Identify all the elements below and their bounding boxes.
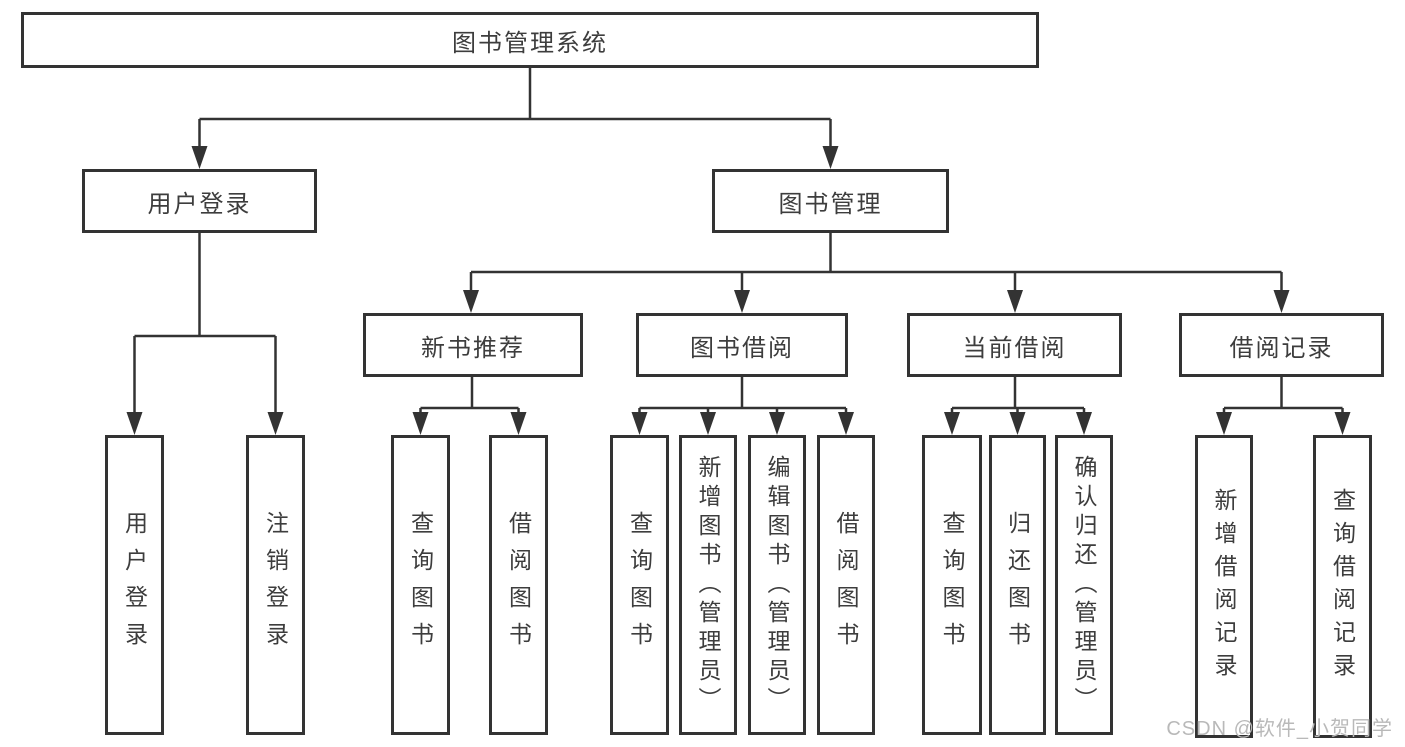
node-new-book-recommend-label: 新书推荐 bbox=[421, 334, 525, 362]
node-borrowing-records: 借阅记录 bbox=[1179, 313, 1384, 377]
node-leaf-cb-return-books: 归还图书 bbox=[989, 435, 1046, 735]
arrowhead-icon bbox=[412, 412, 429, 435]
csdn-watermark: CSDN @软件_小贺同学 bbox=[1166, 718, 1393, 740]
edge-borrowing-records-subtree bbox=[1222, 375, 1344, 414]
arrowhead-icon bbox=[1334, 412, 1351, 435]
edge-book-management-to-level3 bbox=[469, 233, 1283, 292]
node-leaf-nb-query-books-label: 查询图书 bbox=[407, 511, 434, 659]
node-root: 图书管理系统 bbox=[21, 12, 1039, 68]
arrowhead-icon bbox=[1007, 290, 1023, 313]
edge-root-to-level2 bbox=[198, 68, 832, 148]
node-leaf-cb-query-books-label: 查询图书 bbox=[939, 511, 965, 659]
node-leaf-cb-confirm-return: 确认归还（管理员） bbox=[1055, 435, 1113, 735]
arrowhead-icon bbox=[700, 412, 716, 435]
node-leaf-user-login-label: 用户登录 bbox=[121, 511, 148, 659]
node-leaf-bb-query-books-label: 查询图书 bbox=[626, 511, 653, 659]
node-current-borrowing-label: 当前借阅 bbox=[962, 334, 1067, 362]
node-leaf-nb-borrow-books: 借阅图书 bbox=[489, 435, 548, 735]
node-leaf-bb-add-books: 新增图书（管理员） bbox=[679, 435, 737, 735]
edge-book-borrowing-subtree bbox=[638, 375, 848, 414]
arrowhead-icon bbox=[734, 290, 750, 313]
node-leaf-bb-edit-books: 编辑图书（管理员） bbox=[748, 435, 806, 735]
edge-lines bbox=[133, 68, 1344, 414]
arrowhead-icon bbox=[126, 412, 143, 435]
node-leaf-br-query-record: 查询借阅记录 bbox=[1313, 435, 1372, 738]
node-book-management-label: 图书管理 bbox=[778, 190, 883, 218]
node-book-management: 图书管理 bbox=[712, 169, 949, 233]
node-user-login-label: 用户登录 bbox=[147, 190, 252, 218]
node-leaf-logout-login-label: 注销登录 bbox=[262, 511, 289, 659]
arrowhead-icon bbox=[838, 412, 854, 435]
node-leaf-logout-login: 注销登录 bbox=[246, 435, 305, 735]
node-leaf-nb-query-books: 查询图书 bbox=[391, 435, 450, 735]
arrowhead-icon bbox=[267, 412, 284, 435]
node-leaf-br-add-record: 新增借阅记录 bbox=[1195, 435, 1253, 738]
node-leaf-bb-borrow-books: 借阅图书 bbox=[817, 435, 875, 735]
arrowhead-icon bbox=[1216, 412, 1232, 435]
arrowhead-icon bbox=[1009, 412, 1026, 435]
node-leaf-bb-add-books-label: 新增图书（管理员） bbox=[695, 454, 721, 716]
arrowhead-icon bbox=[1076, 412, 1092, 435]
node-new-book-recommend: 新书推荐 bbox=[363, 313, 583, 377]
node-leaf-cb-query-books: 查询图书 bbox=[922, 435, 982, 735]
node-leaf-bb-edit-books-label: 编辑图书（管理员） bbox=[764, 454, 790, 716]
edge-user-login-subtree bbox=[133, 233, 277, 414]
arrowhead-icon bbox=[944, 412, 960, 435]
node-leaf-br-add-record-label: 新增借阅记录 bbox=[1211, 487, 1237, 686]
arrowhead-icon bbox=[463, 290, 479, 313]
node-leaf-cb-confirm-return-label: 确认归还（管理员） bbox=[1071, 454, 1097, 716]
node-borrowing-records-label: 借阅记录 bbox=[1229, 334, 1334, 362]
node-leaf-bb-borrow-books-label: 借阅图书 bbox=[833, 511, 859, 659]
arrowhead-icon bbox=[769, 412, 785, 435]
node-current-borrowing: 当前借阅 bbox=[907, 313, 1122, 377]
arrowheads bbox=[126, 146, 1351, 435]
node-user-login: 用户登录 bbox=[82, 169, 317, 233]
node-leaf-br-query-record-label: 查询借阅记录 bbox=[1329, 487, 1356, 686]
edge-current-borrowing-subtree bbox=[950, 375, 1086, 414]
arrowhead-icon bbox=[510, 412, 527, 435]
node-leaf-user-login: 用户登录 bbox=[105, 435, 164, 735]
edge-new-book-subtree bbox=[419, 375, 520, 414]
arrowhead-icon bbox=[822, 146, 839, 169]
arrowhead-icon bbox=[1273, 290, 1290, 313]
node-leaf-bb-query-books: 查询图书 bbox=[610, 435, 669, 735]
node-book-borrowing: 图书借阅 bbox=[636, 313, 848, 377]
node-root-label: 图书管理系统 bbox=[452, 29, 608, 57]
arrowhead-icon bbox=[191, 146, 208, 169]
node-book-borrowing-label: 图书借阅 bbox=[690, 334, 794, 362]
arrowhead-icon bbox=[631, 412, 648, 435]
node-leaf-cb-return-books-label: 归还图书 bbox=[1004, 511, 1031, 659]
node-leaf-nb-borrow-books-label: 借阅图书 bbox=[505, 511, 532, 659]
